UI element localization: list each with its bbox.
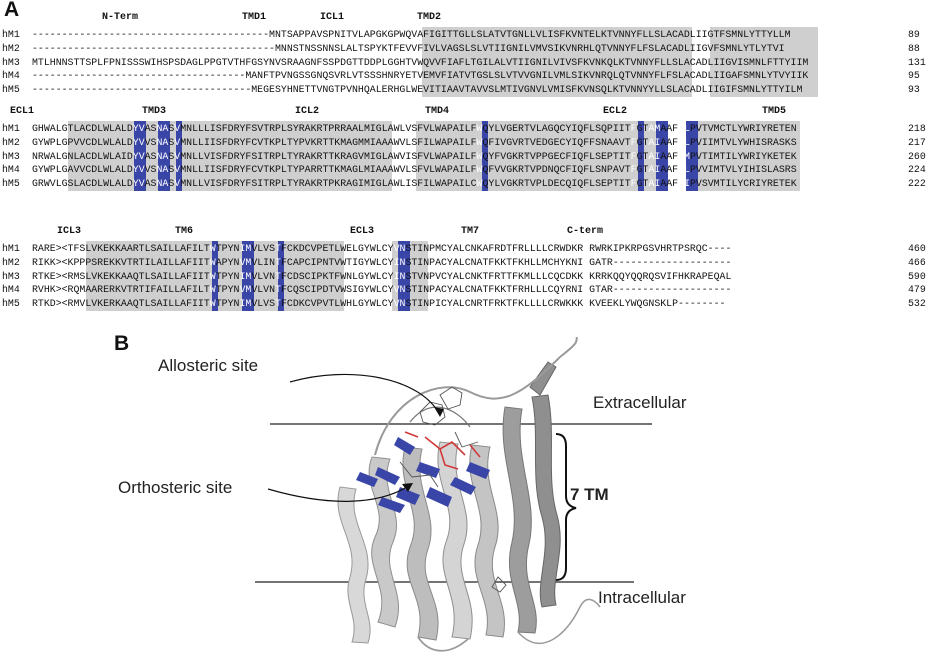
extracellular-label: Extracellular bbox=[593, 393, 687, 412]
panel-a-letter: A bbox=[4, 0, 20, 21]
sequence-text: GHWALGTLACDLWLALDYVASNASVMNLLLISFDRYFSVT… bbox=[32, 123, 797, 134]
sequence-end-number: 93 bbox=[908, 84, 920, 96]
sequence-text: -------------------------------------MEG… bbox=[32, 84, 803, 96]
seven-tm-label: 7 TM bbox=[570, 485, 609, 504]
conserved-residue-highlight bbox=[686, 121, 692, 191]
sequence-end-number: 131 bbox=[908, 56, 926, 68]
conserved-residue-highlight bbox=[164, 121, 170, 191]
sequence-name: hM1 bbox=[2, 29, 20, 40]
sequence-end-number: 260 bbox=[908, 150, 926, 162]
sequence-text: RTKE><RMSLVKEKKAAQTLSAILLAFIITWTPYNIMVLV… bbox=[32, 270, 732, 282]
sequence-end-number: 89 bbox=[908, 29, 920, 40]
sequence-text: RIKK><KPPPSREKKVTRTILAILLAFIITWAPYNVMVLI… bbox=[32, 256, 732, 268]
sequence-name: hM2 bbox=[2, 256, 20, 268]
sequence-end-number: 88 bbox=[908, 42, 920, 54]
panel-b-letter: B bbox=[114, 332, 130, 355]
sequence-text: MTLHNNSTTSPLFPNISSSWIHSPSDAGLPPGTVTHFGSY… bbox=[32, 56, 809, 68]
conserved-residue-highlight bbox=[404, 241, 410, 311]
intracellular-label: Intracellular bbox=[598, 588, 686, 607]
region-label-icl2: ICL2 bbox=[295, 106, 320, 117]
conserved-residue-highlight bbox=[158, 121, 164, 191]
region-label-icl3: ICL3 bbox=[57, 226, 82, 237]
sequence-end-number: 466 bbox=[908, 256, 926, 268]
region-label-tmd4: TMD4 bbox=[425, 106, 450, 117]
sequence-text: ----------------------------------------… bbox=[32, 29, 791, 40]
sequence-text: RARE><TFSLVKEKKAARTLSAILLAFILTWTPYNIMVLV… bbox=[32, 243, 732, 254]
receptor-structure-figure bbox=[255, 337, 652, 652]
sequence-name: hM3 bbox=[2, 270, 20, 282]
region-label-icl1: ICL1 bbox=[320, 12, 345, 23]
sequence-text: RTKD><RMVLVKERKAAQTLSAILLAFIITWTPYNIMVLV… bbox=[32, 298, 726, 310]
conserved-residue-highlight bbox=[482, 121, 488, 191]
sequence-end-number: 224 bbox=[908, 164, 926, 176]
conserved-residue-highlight bbox=[176, 121, 182, 191]
region-label-ecl3: ECL3 bbox=[350, 226, 375, 237]
region-label-tmd3: TMD3 bbox=[142, 106, 167, 117]
conserved-residue-highlight bbox=[398, 241, 404, 311]
region-label-tmd5: TMD5 bbox=[762, 106, 787, 117]
sequence-end-number: 590 bbox=[908, 270, 926, 282]
sequence-end-number: 217 bbox=[908, 136, 926, 148]
conserved-residue-highlight bbox=[248, 241, 254, 311]
conserved-residue-highlight bbox=[140, 121, 146, 191]
sequence-name: hM3 bbox=[2, 150, 20, 162]
sequence-text: GRWVLGSLACDLWLALDYVASNASVMNLLVISFDRYFSIT… bbox=[32, 178, 797, 190]
conserved-residue-highlight bbox=[656, 121, 662, 191]
sequence-name: hM1 bbox=[2, 123, 20, 134]
orthosteric-arrow bbox=[267, 484, 411, 502]
sequence-name: hM5 bbox=[2, 298, 20, 310]
conserved-residue-highlight bbox=[134, 121, 140, 191]
transmembrane-shading bbox=[416, 121, 662, 191]
sequence-end-number: 222 bbox=[908, 178, 926, 190]
sequence-end-number: 218 bbox=[908, 123, 926, 134]
tm-brace bbox=[555, 433, 577, 581]
region-label-ecl1: ECL1 bbox=[10, 106, 35, 117]
receptor-helices bbox=[337, 337, 601, 652]
allosteric-site-label: Allosteric site bbox=[158, 356, 259, 375]
conserved-residue-highlight bbox=[662, 121, 668, 191]
orthosteric-arrowhead bbox=[402, 483, 413, 492]
transmembrane-shading bbox=[68, 121, 392, 191]
conserved-residue-highlight bbox=[242, 241, 248, 311]
sequence-end-number: 460 bbox=[908, 243, 926, 254]
allosteric-arrowhead bbox=[434, 407, 444, 417]
sequence-name: hM2 bbox=[2, 42, 20, 54]
orthosteric-site-label: Orthosteric site bbox=[118, 478, 233, 497]
sequence-name: hM4 bbox=[2, 70, 20, 82]
region-label-cterm: C-term bbox=[567, 226, 604, 237]
conserved-residue-highlight bbox=[212, 241, 218, 311]
transmembrane-shading bbox=[422, 27, 692, 97]
sequence-name: hM4 bbox=[2, 164, 20, 176]
sequence-end-number: 479 bbox=[908, 284, 926, 296]
sequence-text: NRWALGNLACDLWLAIDYVASNASVMNLLVISFDRYFSIT… bbox=[32, 150, 797, 162]
conserved-residue-highlight bbox=[638, 121, 644, 191]
sequence-name: hM2 bbox=[2, 136, 20, 148]
conserved-residue-highlight bbox=[278, 241, 284, 311]
sequence-end-number: 532 bbox=[908, 298, 926, 310]
region-label-nterm: N-Term bbox=[102, 12, 139, 23]
sequence-name: hM3 bbox=[2, 56, 20, 68]
transmembrane-shading bbox=[698, 121, 800, 191]
conserved-residue-highlight bbox=[692, 121, 698, 191]
sequence-name: hM5 bbox=[2, 178, 20, 190]
allosteric-arrow bbox=[289, 373, 441, 416]
sequence-name: hM1 bbox=[2, 243, 20, 254]
sequence-end-number: 95 bbox=[908, 70, 920, 82]
sequence-name: hM5 bbox=[2, 84, 20, 96]
sequence-text: RVHK><RQMAARERKVTRTIFAILLAFILTWTPYNVMVLV… bbox=[32, 284, 732, 296]
region-label-tmd2: TMD2 bbox=[417, 12, 442, 23]
transmembrane-shading bbox=[710, 27, 818, 97]
region-label-ecl2: ECL2 bbox=[603, 106, 628, 117]
sequence-name: hM4 bbox=[2, 284, 20, 296]
region-label-tm6: TM6 bbox=[175, 226, 194, 237]
sequence-text: GYWPLGPVVCDLWLALDYVVSNASVMNLLIISFDRYFCVT… bbox=[32, 136, 797, 148]
region-label-tm7: TM7 bbox=[461, 226, 480, 237]
sequence-text: ----------------------------------------… bbox=[32, 42, 785, 54]
region-label-tmd1: TMD1 bbox=[242, 12, 267, 23]
sequence-text: GYWPLGAVVCDLWLALDYVVSNASVMNLLIISFDRYFCVT… bbox=[32, 164, 797, 176]
sequence-text: ------------------------------------MANF… bbox=[32, 70, 809, 82]
